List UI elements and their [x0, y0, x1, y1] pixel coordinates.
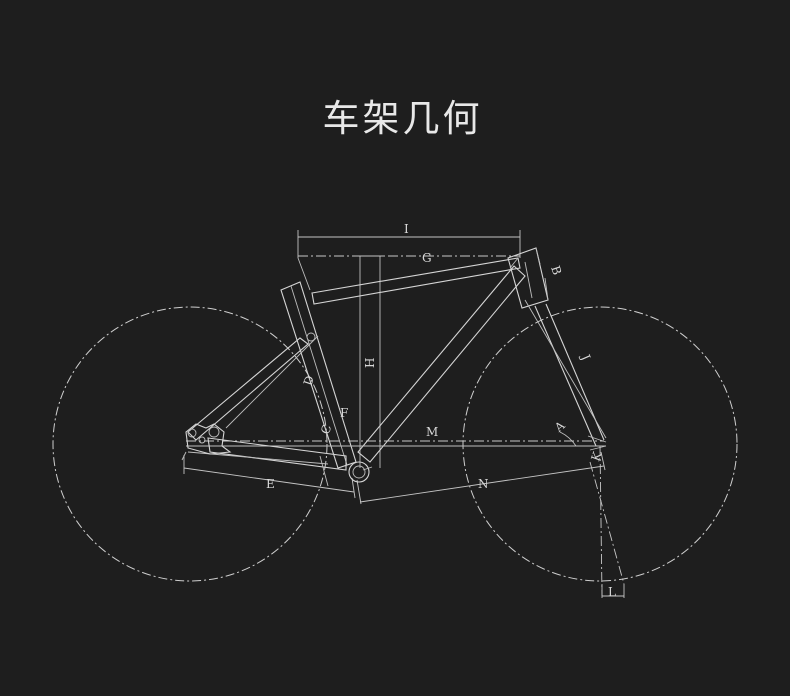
seat-tube: D F C	[280, 281, 357, 469]
label-reach: I	[404, 222, 409, 236]
label-l: L	[608, 585, 616, 599]
rear-wheel	[52, 306, 328, 582]
label-e: E	[266, 477, 275, 491]
head-tube: B	[507, 247, 564, 309]
label-k: K	[588, 449, 605, 463]
front-wheel	[462, 306, 738, 582]
seat-stay	[187, 332, 319, 441]
wheelbase-centerline: M	[186, 425, 604, 447]
label-a: A	[551, 418, 568, 435]
label-n: N	[478, 477, 489, 491]
seat-reference-line	[297, 257, 311, 291]
label-d: D	[301, 374, 317, 387]
label-f: F	[340, 406, 348, 420]
page-title: 车架几何	[322, 97, 483, 140]
head-reference-line	[509, 257, 519, 269]
front-center-dimension: N	[356, 451, 606, 505]
chainstay-dimension: E	[183, 455, 356, 499]
top-tube	[311, 257, 521, 305]
label-j: J	[578, 351, 594, 363]
label-h: H	[363, 358, 377, 368]
bottom-bracket	[348, 461, 373, 483]
fork: J	[524, 299, 607, 447]
label-m: M	[426, 425, 438, 439]
label-b: B	[548, 264, 564, 277]
trail-dimension: L	[589, 445, 625, 599]
effective-top-tube-dimension: G	[298, 251, 520, 265]
label-c: C	[318, 423, 334, 436]
reach-dimension: I	[297, 222, 521, 258]
stack-dimension: H	[355, 255, 385, 468]
rear-dropout	[181, 423, 232, 461]
down-tube	[357, 265, 526, 463]
label-g: G	[422, 251, 432, 265]
front-axle: K	[587, 435, 607, 463]
